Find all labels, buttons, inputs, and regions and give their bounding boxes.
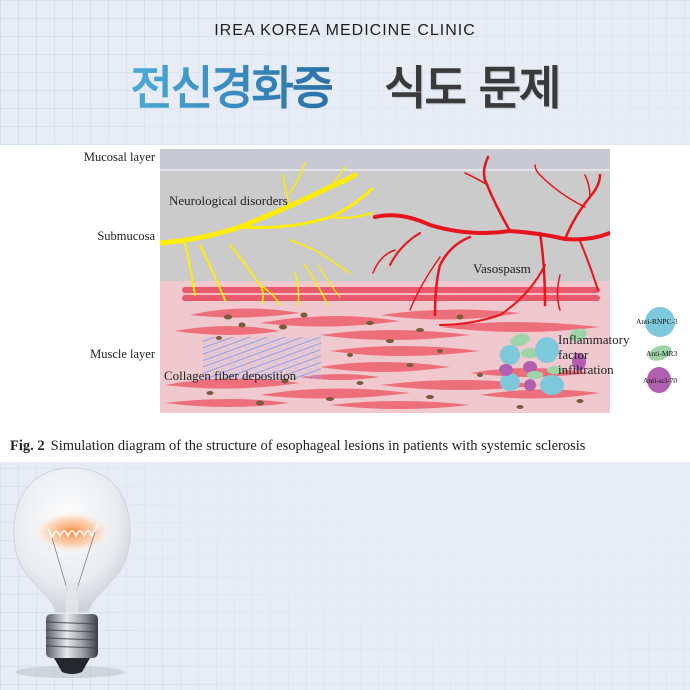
annotation-inflammatory: Inflammatory factor infiltration: [558, 332, 630, 377]
legend-scl70-label: Anti-scl-70: [643, 376, 678, 385]
figure-caption: Fig. 2 Simulation diagram of the structur…: [10, 438, 585, 455]
caption-text: Simulation diagram of the structure of e…: [50, 438, 586, 454]
legend-mr3-label: Anti-MR3: [646, 349, 678, 358]
nerve-fibers: [160, 162, 374, 306]
header: IREA KOREA MEDICINE CLINIC 전신경화증 식도 문제: [0, 0, 690, 145]
circular-muscle-band: [182, 287, 600, 301]
figure-panel: Mucosal layer Submucosa Muscle layer Neu…: [0, 145, 690, 462]
clinic-name: IREA KOREA MEDICINE CLINIC: [214, 22, 476, 39]
blood-vessels: [372, 155, 610, 326]
caption-label: Fig. 2: [10, 438, 45, 454]
page-title: 전신경화증 식도 문제: [0, 52, 690, 118]
annotation-neurological: Neurological disorders: [169, 193, 288, 208]
legend-rnpc3-label: Anti-RNPC-3: [636, 317, 678, 326]
inflammatory-cells: [499, 328, 587, 395]
label-mucosal-layer: Mucosal layer: [83, 150, 155, 164]
collagen-fiber-block: [203, 337, 321, 379]
legend-mr3-marker: [648, 345, 672, 361]
title-part-topic: 식도 문제: [384, 61, 561, 115]
annotation-collagen: Collagen fiber deposition: [164, 368, 297, 383]
title-part-disease: 전신경화증: [130, 61, 335, 115]
legend-scl70-marker: [647, 367, 671, 393]
legend-rnpc3-marker: [645, 307, 675, 337]
label-submucosa: Submucosa: [97, 229, 155, 243]
esophageal-lesion-diagram: [160, 149, 675, 413]
light-bulb-icon: [13, 467, 131, 678]
mucosal-layer: [160, 149, 610, 169]
annotation-vasospasm: Vasospasm: [473, 261, 531, 276]
label-muscle-layer: Muscle layer: [90, 347, 155, 361]
